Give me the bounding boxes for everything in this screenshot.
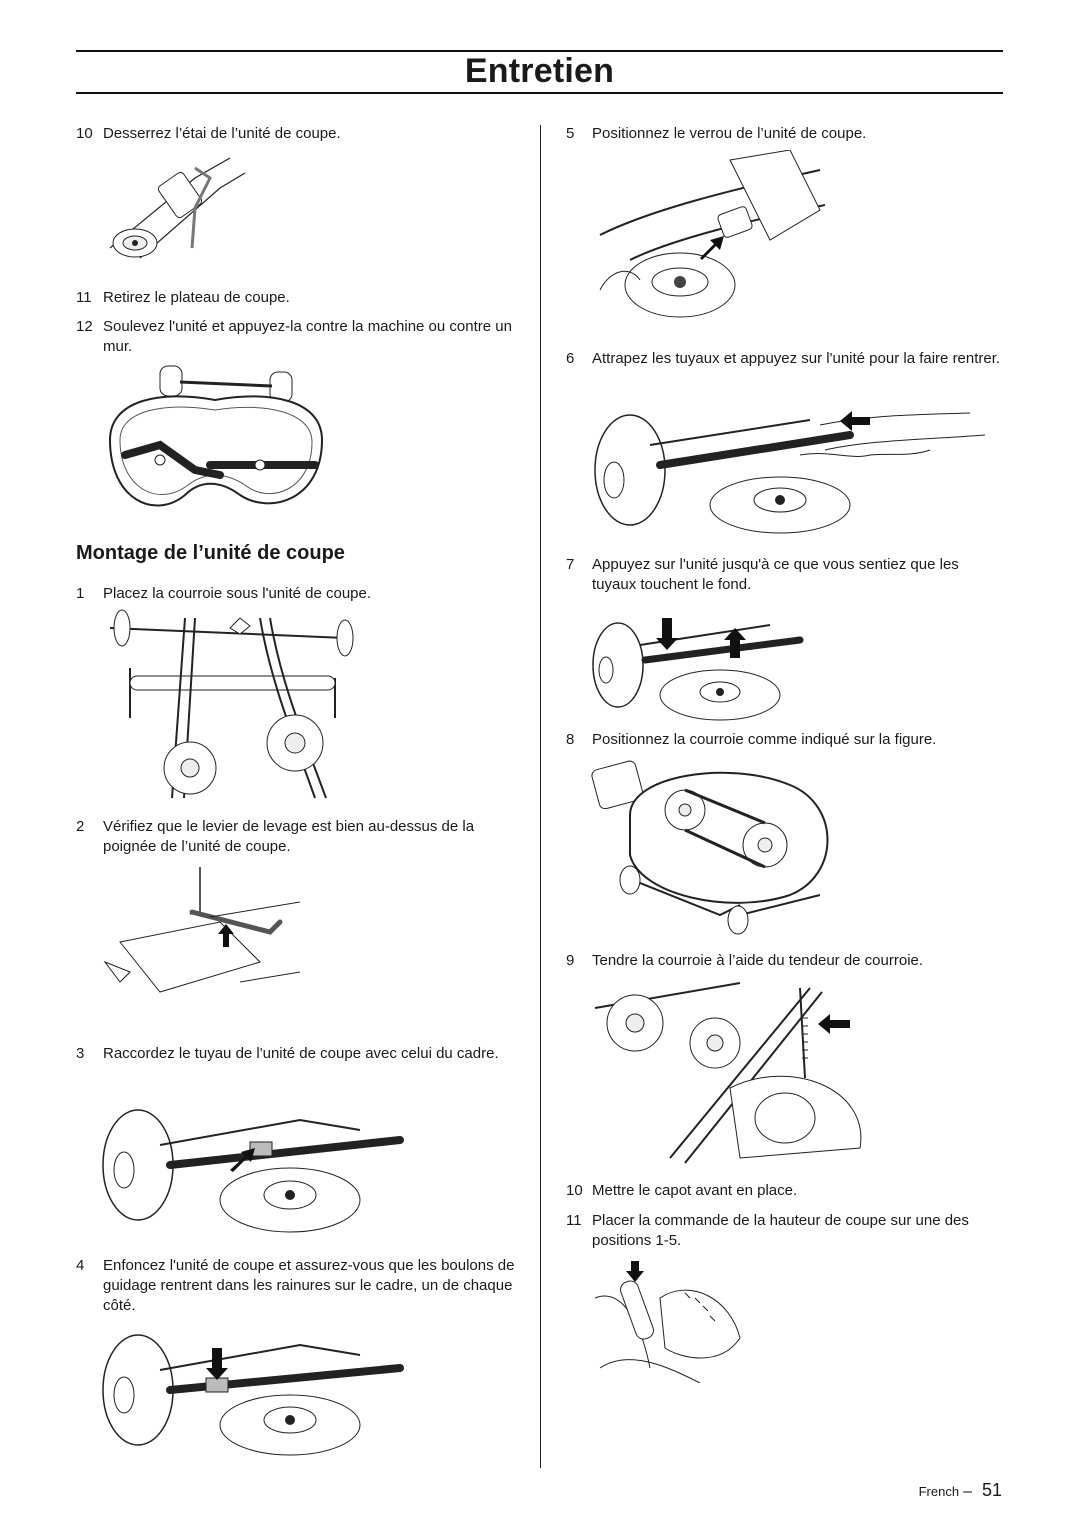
- step-1: 1 Placez la courroie sous l'unité de cou…: [76, 584, 516, 604]
- step-number: 11: [566, 1212, 582, 1229]
- page-title: Entretien: [464, 52, 615, 90]
- step-text: Soulevez l'unité et appuyez-la contre la…: [103, 318, 512, 355]
- step-3: 3 Raccordez le tuyau de l'unité de coupe…: [76, 1044, 516, 1064]
- step-text: Retirez le plateau de coupe.: [103, 289, 290, 306]
- step-number: 10: [76, 125, 93, 142]
- step-number: 5: [566, 125, 575, 142]
- step-number: 11: [76, 289, 92, 306]
- step-number: 2: [76, 818, 85, 835]
- step-number: 6: [566, 350, 575, 367]
- figure-hoses-bottom: [590, 610, 815, 730]
- figure-belt-routing: [590, 755, 845, 935]
- step-number: 3: [76, 1045, 85, 1062]
- step-4: 4 Enfoncez l'unité de coupe et assurez-v…: [76, 1256, 516, 1316]
- figure-belt-under-unit: [100, 608, 365, 803]
- step-number: 9: [566, 952, 575, 969]
- step-10-left: 10 Desserrez l’étai de l’unité de coupe.: [76, 124, 516, 144]
- step-text: Mettre le capot avant en place.: [592, 1182, 798, 1199]
- step-12-left: 12 Soulevez l'unité et appuyez-la contre…: [76, 317, 516, 357]
- step-11-left: 11 Retirez le plateau de coupe.: [76, 288, 516, 308]
- figure-belt-tensioner: [590, 978, 875, 1168]
- step-number: 12: [76, 318, 93, 335]
- section-title: Montage de l’unité de coupe: [76, 542, 345, 564]
- step-text: Attrapez les tuyaux et appuyez sur l'uni…: [592, 350, 1001, 367]
- footer-language: French: [918, 1484, 960, 1499]
- step-text: Placez la courroie sous l'unité de coupe…: [103, 585, 372, 602]
- page-footer: French–51: [919, 1480, 1002, 1501]
- figure-height-lever: [590, 1258, 750, 1383]
- step-10-right: 10 Mettre le capot avant en place.: [566, 1181, 1006, 1201]
- step-11-right: 11 Placer la commande de la hauteur de c…: [566, 1211, 1006, 1251]
- figure-lift-lever: [100, 862, 310, 1022]
- header-rule-bottom: [76, 92, 1003, 94]
- step-text: Placer la commande de la hauteur de coup…: [592, 1212, 969, 1249]
- step-7: 7 Appuyez sur l'unité jusqu'à ce que vou…: [566, 555, 1006, 595]
- figure-push-unit: [100, 1320, 420, 1460]
- step-text: Vérifiez que le levier de levage est bie…: [103, 818, 475, 855]
- step-text: Appuyez sur l'unité jusqu'à ce que vous …: [592, 556, 959, 593]
- figure-press-unit-hands: [590, 395, 995, 540]
- step-text: Tendre la courroie à l’aide du tendeur d…: [592, 952, 924, 969]
- step-text: Raccordez le tuyau de l'unité de coupe a…: [103, 1045, 499, 1062]
- step-6: 6 Attrapez les tuyaux et appuyez sur l'u…: [566, 349, 1006, 369]
- step-number: 8: [566, 731, 575, 748]
- step-number: 7: [566, 556, 575, 573]
- step-number: 10: [566, 1182, 583, 1199]
- step-text: Desserrez l’étai de l’unité de coupe.: [103, 125, 341, 142]
- header-rule-top: [76, 50, 1003, 52]
- step-number: 1: [76, 585, 85, 602]
- figure-cutting-unit-underside: [100, 360, 330, 525]
- figure-connect-hose: [100, 1090, 420, 1240]
- step-5: 5 Positionnez le verrou de l’unité de co…: [566, 124, 1006, 144]
- step-text: Positionnez la courroie comme indiqué su…: [592, 731, 937, 748]
- step-8: 8 Positionnez la courroie comme indiqué …: [566, 730, 1006, 750]
- step-number: 4: [76, 1257, 85, 1274]
- step-text: Positionnez le verrou de l’unité de coup…: [592, 125, 867, 142]
- step-text: Enfoncez l'unité de coupe et assurez-vou…: [103, 1257, 515, 1314]
- figure-unit-lock: [590, 150, 830, 335]
- page-number: 51: [981, 1480, 1002, 1500]
- column-divider: [540, 125, 541, 1468]
- figure-stay-release: [100, 148, 250, 273]
- step-2: 2 Vérifiez que le levier de levage est b…: [76, 817, 516, 857]
- step-9: 9 Tendre la courroie à l’aide du tendeur…: [566, 951, 1006, 971]
- footer-dash: –: [963, 1483, 972, 1500]
